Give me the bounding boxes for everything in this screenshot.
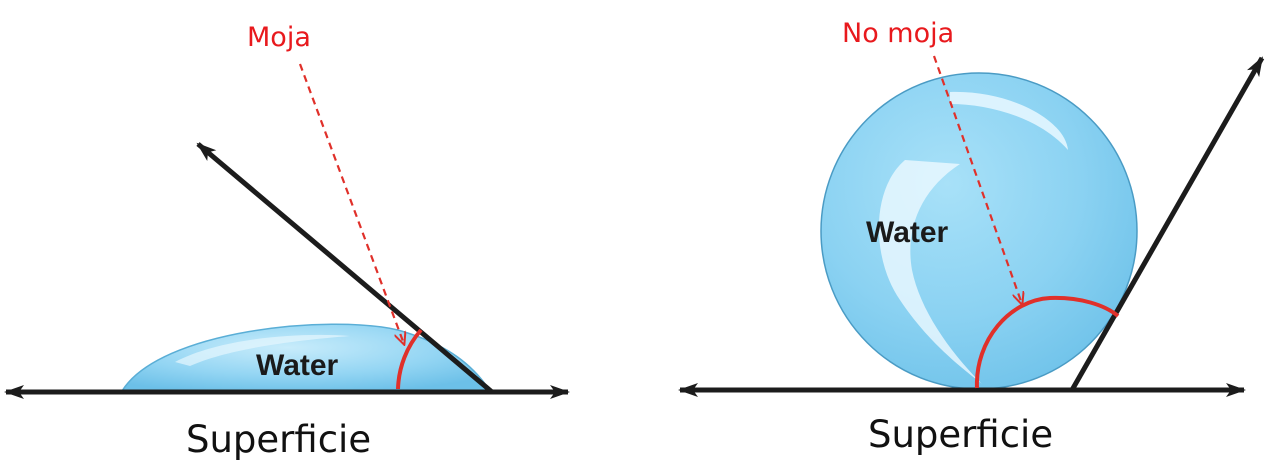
annotation-no-moja: No moja (842, 18, 954, 49)
surface-label-left: Superficie (186, 418, 371, 461)
contact-angle-arc-left (396, 328, 423, 390)
drop-label-right: Water (866, 216, 949, 249)
sphere-highlight-top (950, 91, 1068, 150)
drop-highlight (175, 334, 350, 366)
sphere-highlight-streak (878, 160, 982, 384)
surface-label-right: Superficie (868, 413, 1053, 456)
right-panel: Water No moja Superficie (678, 18, 1265, 456)
tangent-arrow-right (1069, 56, 1265, 392)
tangent-arrow-left (196, 142, 494, 394)
contact-angle-arc-right (974, 295, 1120, 389)
annotation-pointer-right (932, 55, 1022, 304)
left-panel: Water Moja Superficie (4, 22, 570, 461)
annotation-pointer-left (298, 63, 404, 344)
annotation-moja: Moja (247, 22, 311, 53)
drop-label-left: Water (256, 349, 339, 382)
